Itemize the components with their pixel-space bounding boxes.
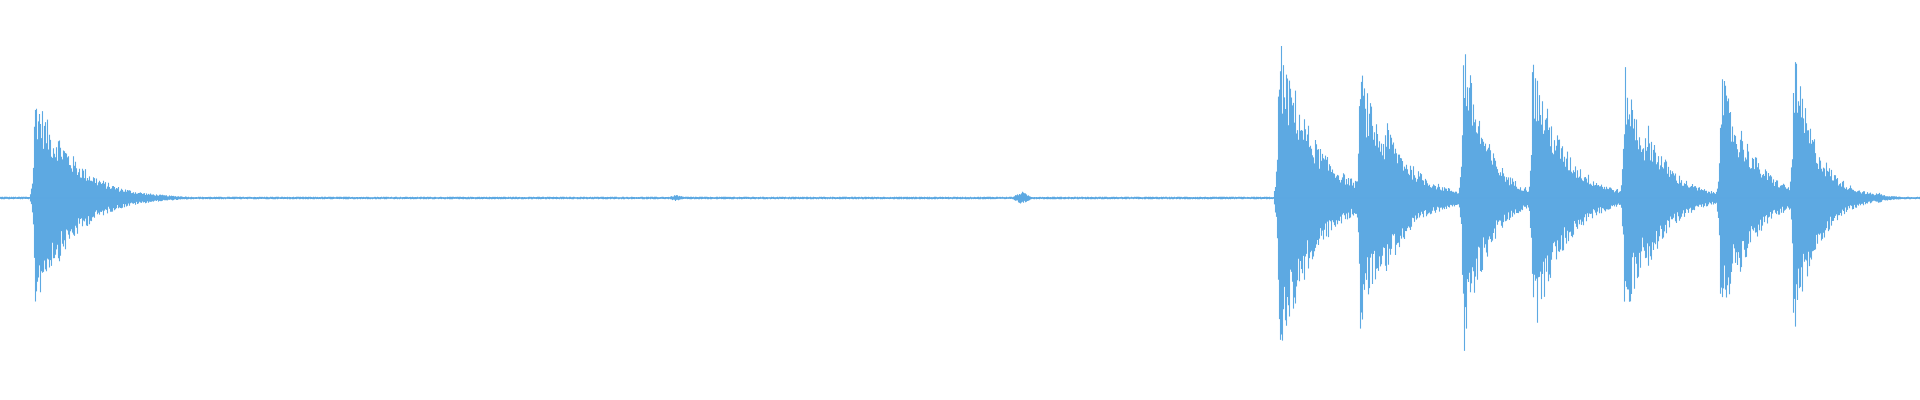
waveform-trace bbox=[0, 46, 1920, 351]
